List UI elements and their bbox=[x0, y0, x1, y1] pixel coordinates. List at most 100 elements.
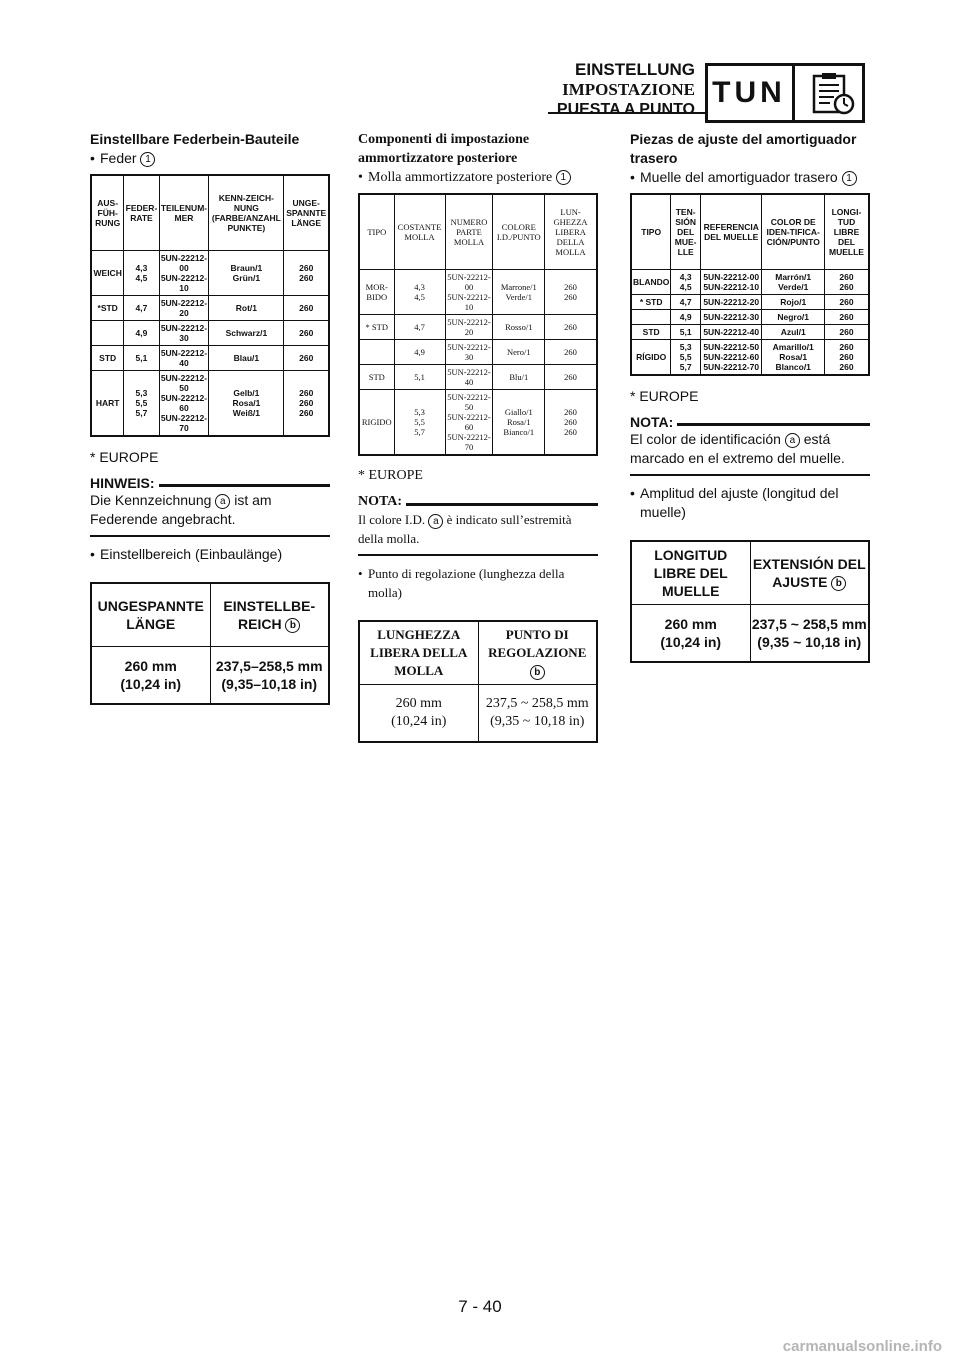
cell-value: Negro/1 bbox=[777, 312, 810, 322]
cell-value: Grün/1 bbox=[232, 273, 261, 283]
table-cell: 5UN-22212-20 bbox=[699, 294, 763, 310]
cell-value: 260 bbox=[839, 327, 854, 337]
note-text: Il colore I.D. bbox=[358, 512, 426, 527]
cell-value: 5UN-22212-10 bbox=[447, 292, 491, 312]
section-code: TUN bbox=[712, 76, 786, 109]
note-label: HINWEIS: bbox=[90, 475, 155, 491]
cell-value: 5UN-22212-70 bbox=[703, 362, 760, 372]
cell-value: 4,5 bbox=[414, 292, 425, 302]
section-badge-divider bbox=[792, 66, 795, 120]
section-title: Einstellbare Federbein-Bauteile bbox=[90, 131, 300, 147]
header-text: EXTENSIÓN DEL AJUSTE bbox=[752, 556, 866, 590]
table-cell: * STD bbox=[358, 314, 395, 340]
note-rule bbox=[158, 484, 330, 487]
bullet-item: •Punto di regolazione (lunghezza della m… bbox=[358, 566, 565, 600]
cell-value: 5UN-22212-00 bbox=[160, 253, 208, 273]
cell-value: 5UN-22212-20 bbox=[447, 317, 491, 337]
cell-value: 5UN-22212-50 bbox=[160, 373, 208, 393]
table-header: PUNTO DI REGOLAZIONE b bbox=[477, 620, 598, 685]
table-cell: RÍGIDO bbox=[630, 339, 672, 376]
table-header: KENN-ZEICH-NUNG (FARBE/ANZAHL PUNKTE) bbox=[208, 174, 285, 251]
note-header: NOTA: bbox=[358, 494, 598, 510]
table-cell: RIGIDO bbox=[358, 389, 395, 456]
spring-spec-table: TIPO COSTANTE MOLLA NUMERO PARTE MOLLA C… bbox=[358, 193, 598, 456]
table-cell bbox=[630, 309, 672, 325]
bullet-item: •Molla ammortizzatore posteriore 1 bbox=[358, 168, 598, 187]
cell-value: 5,7 bbox=[135, 408, 148, 418]
note-label: NOTA: bbox=[358, 494, 403, 509]
note-body: Die Kennzeichnung a ist am Federende ang… bbox=[90, 491, 330, 537]
table-cell: 5,1 bbox=[393, 364, 446, 390]
table-header: EXTENSIÓN DEL AJUSTE b bbox=[749, 540, 870, 605]
cell-value: Azul/1 bbox=[780, 327, 806, 337]
clipboard-stopwatch-icon bbox=[806, 72, 858, 121]
table-cell: Schwarz/1 bbox=[208, 320, 285, 346]
note-rule bbox=[406, 503, 598, 506]
cell-value: 5UN-22212-30 bbox=[447, 342, 491, 362]
section-title: Piezas de ajuste del amortiguador traser… bbox=[630, 131, 857, 166]
bullet-text: Punto di regolazione (lunghezza della mo… bbox=[368, 566, 565, 600]
cell-value: 260 bbox=[564, 372, 577, 382]
cell-value: Rot/1 bbox=[235, 303, 257, 313]
table-cell: 5UN-22212-20 bbox=[158, 295, 210, 321]
section-badge: TUN bbox=[705, 63, 865, 123]
cell-value: (9,35 ~ 10,18 in) bbox=[490, 714, 585, 729]
table-cell: 260 bbox=[283, 345, 330, 371]
cell-value: 260 bbox=[299, 398, 314, 408]
bullet-item: •Feder 1 bbox=[90, 149, 330, 168]
adjustment-range-table: LONGITUD LIBRE DEL MUELLE EXTENSIÓN DEL … bbox=[630, 540, 870, 663]
cell-value: 260 bbox=[299, 273, 314, 283]
table-cell: HART bbox=[90, 370, 125, 437]
callout-marker: b bbox=[529, 664, 545, 680]
callout-marker: a bbox=[784, 432, 800, 448]
table-cell: 5UN-22212-20 bbox=[444, 314, 494, 340]
table-header: TEN-SIÓN DEL MUE-LLE bbox=[670, 193, 701, 270]
cell-value: 5UN-22212-70 bbox=[447, 432, 491, 452]
footnote: * EUROPE bbox=[358, 468, 423, 483]
column-german: Einstellbare Federbein-Bauteile •Feder 1… bbox=[90, 130, 330, 705]
note-label: NOTA: bbox=[630, 414, 674, 430]
table-cell: 5,1 bbox=[670, 324, 701, 340]
cell-value: 5,7 bbox=[414, 427, 425, 437]
header-text: PUNTO DI REGOLAZIONE bbox=[488, 627, 587, 660]
table-header: TIPO bbox=[358, 193, 395, 270]
note-body: Il colore I.D. a è indicato sull’estremi… bbox=[358, 510, 598, 556]
column-spanish: Piezas de ajuste del amortiguador traser… bbox=[630, 130, 870, 663]
note-header: HINWEIS: bbox=[90, 475, 330, 491]
table-cell: 5UN-22212-30 bbox=[158, 320, 210, 346]
cell-value: 260 bbox=[839, 272, 854, 282]
bullet-text: Amplitud del ajuste (longitud del muelle… bbox=[640, 485, 839, 520]
cell-value: 4,9 bbox=[679, 312, 692, 322]
cell-value: 260 bbox=[564, 292, 577, 302]
cell-value: 260 bbox=[299, 303, 314, 313]
cell-value: 4,9 bbox=[414, 347, 425, 357]
table-cell: 260 mm(10,24 in) bbox=[90, 646, 211, 705]
table-cell: 4,7 bbox=[123, 295, 160, 321]
cell-value: 260 bbox=[564, 427, 577, 437]
table-cell: 5UN-22212-40 bbox=[699, 324, 763, 340]
cell-value: 260 bbox=[839, 362, 854, 372]
table-header: LONGITUD LIBRE DEL MUELLE bbox=[630, 540, 751, 605]
table-header: NUMERO PARTE MOLLA bbox=[444, 193, 494, 270]
cell-value: Bianco/1 bbox=[503, 427, 535, 437]
cell-value: 5,7 bbox=[679, 362, 692, 372]
cell-value: (9,35 ~ 10,18 in) bbox=[757, 634, 862, 650]
cell-value: 5UN-22212-70 bbox=[160, 413, 208, 433]
cell-value: 260 bbox=[564, 407, 577, 417]
cell-value: Braun/1 bbox=[230, 263, 263, 273]
